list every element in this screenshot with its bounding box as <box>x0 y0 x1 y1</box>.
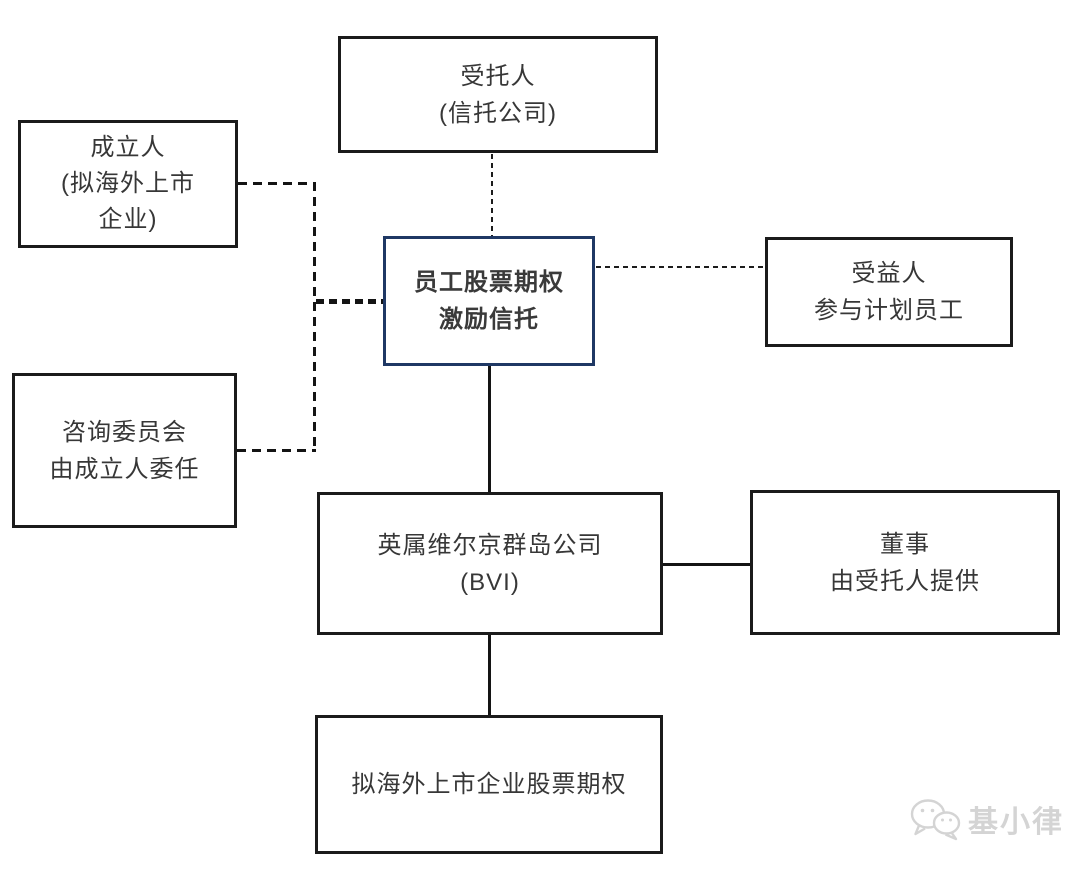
wechat-icon <box>908 796 964 842</box>
node-bvi-line2: (BVI) <box>460 568 520 596</box>
node-options-line1: 拟海外上市企业股票期权 <box>351 771 627 798</box>
node-directors: 董事 由受托人提供 <box>750 490 1060 635</box>
connector-founder-to-junction-dashed <box>238 182 316 185</box>
connector-trustee-to-trust-dashed <box>491 154 493 236</box>
connector-bvi-to-directors-solid <box>662 563 751 566</box>
node-bvi-line1: 英属维尔京群岛公司 <box>377 531 603 559</box>
connector-trust-to-bvi-solid <box>488 365 491 493</box>
node-advisory-committee: 咨询委员会 由成立人委任 <box>12 373 237 528</box>
node-trust: 员工股票期权 激励信托 <box>383 236 595 366</box>
connector-bvi-to-options-solid <box>488 634 491 716</box>
node-beneficiary-line1: 受益人 <box>851 260 927 287</box>
node-founder-line1: 成立人 <box>90 134 166 161</box>
node-trustee: 受托人 (信托公司) <box>338 36 658 153</box>
node-advisory-line1: 咨询委员会 <box>62 418 187 446</box>
node-stock-options: 拟海外上市企业股票期权 <box>315 715 663 854</box>
connector-junction-vertical-dashed <box>313 182 316 452</box>
watermark: 基小律 <box>908 796 1064 842</box>
node-advisory-line2: 由成立人委任 <box>49 455 200 483</box>
node-trustee-line1: 受托人 <box>460 62 536 90</box>
node-beneficiary: 受益人 参与计划员工 <box>765 237 1013 347</box>
node-beneficiary-line2: 参与计划员工 <box>814 297 964 324</box>
node-founder: 成立人 (拟海外上市 企业) <box>18 120 238 248</box>
node-directors-line2: 由受托人提供 <box>830 567 980 595</box>
node-directors-line1: 董事 <box>880 530 930 558</box>
node-trust-line2: 激励信托 <box>439 306 539 333</box>
connector-trust-to-beneficiary-dashed <box>596 266 765 268</box>
watermark-text: 基小律 <box>968 806 1064 839</box>
connector-advisory-to-junction-dashed <box>237 449 316 452</box>
node-founder-line3: 企业) <box>98 206 158 233</box>
node-founder-line2: (拟海外上市 <box>61 170 195 197</box>
node-trust-line1: 员工股票期权 <box>414 269 564 296</box>
node-trustee-line2: (信托公司) <box>439 99 557 127</box>
connector-junction-to-trust-bold-dashed <box>316 299 383 304</box>
node-bvi-company: 英属维尔京群岛公司 (BVI) <box>317 492 663 635</box>
